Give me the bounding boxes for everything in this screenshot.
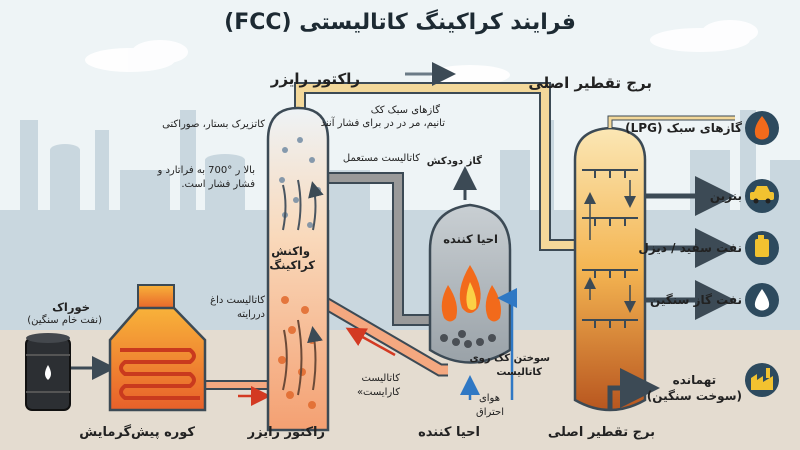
product-label-residue: تهمانده (سوخت سنگین) — [646, 373, 742, 403]
hot-catalyst-label-line1: کاتالیست داغ — [210, 295, 265, 306]
reaction-label-line2: کراکینگ — [269, 258, 315, 272]
hot-catalyst-label-line2: دررایته — [236, 309, 265, 320]
regen-catalyst-pipe — [317, 296, 448, 375]
catalyst-return-arrow — [345, 327, 396, 357]
bottom-label-riser: راکتور رایزر — [247, 425, 325, 440]
catalyst-return-label-line2: کارایست» — [356, 387, 400, 398]
air-inlet-arrow — [497, 288, 517, 400]
regenerator-label: احیا کننده — [443, 232, 498, 246]
product-label-heavy-gas-oil: نفت گاز سنگین — [650, 293, 742, 307]
preheat-furnace — [108, 284, 207, 412]
bottom-label-regenerator: احیا کننده — [418, 425, 480, 440]
catalyst-return-label-line1: کاتالیست — [361, 373, 400, 384]
vapors-label-line2: تانیم، مر در در برای فشار آنند — [320, 118, 445, 129]
vapor-pipe — [296, 84, 575, 249]
conditions-label-line2: فشار فشار است. — [181, 179, 255, 190]
product-label-lpg: گازهای سبک (LPG) — [625, 121, 742, 135]
product-lines — [607, 115, 735, 410]
bottom-label-furnace: کوره پیش‌گرمایش — [79, 425, 195, 440]
bottom-label-column: برج تقطیر اصلی — [547, 425, 655, 440]
spent-catalyst-pipe — [322, 174, 430, 324]
conditions-label-line1: بالا ر °700 به فراتارد و — [157, 165, 255, 176]
flue-gas-label: گاز دودکش — [426, 156, 482, 167]
oil-drum-icon — [25, 333, 71, 411]
vapors-label-line1: گازهای سبک کک — [370, 105, 440, 116]
section-label-column-top: برج تقطیر اصلی — [528, 74, 652, 92]
regenerator-vessel — [428, 203, 512, 364]
product-icons — [745, 111, 779, 397]
riser-reactor — [266, 106, 330, 432]
coke-burn-label-line1: سوختن کک روی — [469, 353, 550, 364]
coke-burn-label-line2: کاتالیست — [496, 367, 542, 378]
spent-catalyst-label: کاتالیست مستعمل — [342, 153, 420, 164]
product-label-kerosene-diesel: نفت سفید / دیزل — [638, 241, 742, 255]
air-label-line2: احتراق — [475, 407, 504, 418]
page-title: فرایند کراکینگ کاتالیستی (FCC) — [224, 10, 576, 35]
feed-title: خوراک — [52, 300, 90, 314]
distillation-column — [573, 126, 647, 412]
air-label-line1: هوای — [478, 393, 500, 404]
section-label-riser-top: راکتور رایزر — [270, 70, 360, 88]
flame-icon — [441, 265, 501, 322]
zeolite-label: کاتزیرک بستار، صوراکتی — [162, 119, 265, 130]
feed-subtitle: (نفت خام سنگین) — [27, 315, 102, 326]
product-label-gasoline: بنزین — [709, 189, 742, 203]
reaction-label-line1: واکنش — [271, 244, 310, 258]
